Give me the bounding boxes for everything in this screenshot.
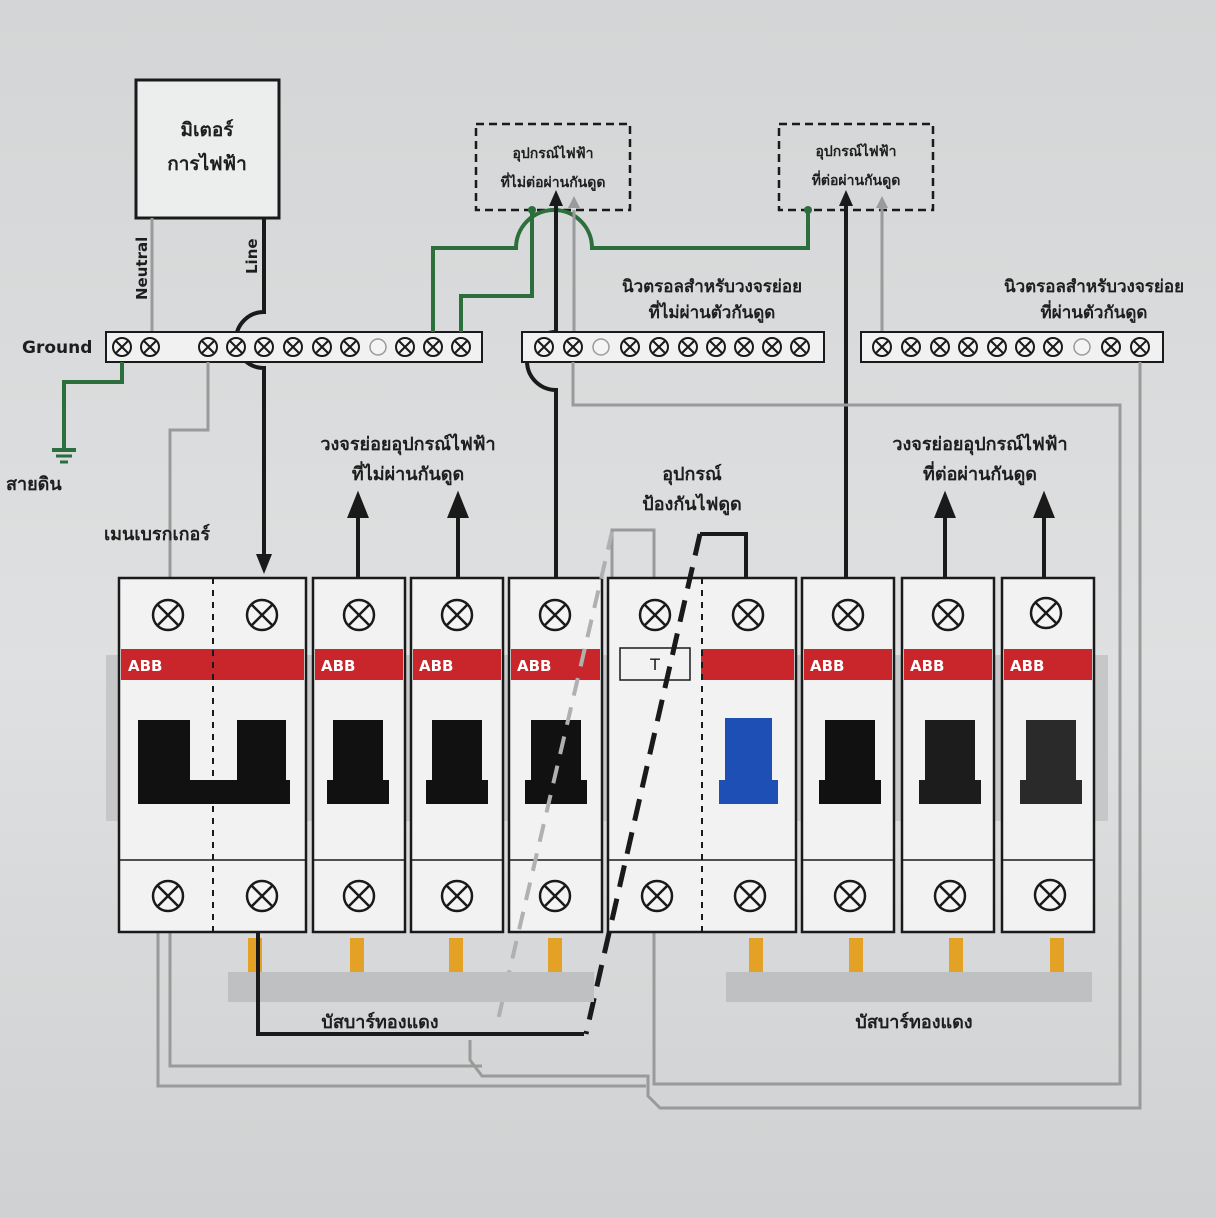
rcd-test-label: T bbox=[649, 655, 660, 674]
earth-ground-icon bbox=[52, 448, 76, 464]
device-ground-wire-2 bbox=[459, 210, 534, 332]
device-not-protected-line2: ที่ไม่ต่อผ่านกันดูด bbox=[501, 172, 606, 191]
subcircuit-not-protected-line1: วงจรย่อยอุปกรณ์ไฟฟ้า bbox=[320, 433, 495, 456]
ground-label: Ground bbox=[22, 338, 92, 358]
device-protected-line1: อุปกรณ์ไฟฟ้า bbox=[815, 142, 896, 160]
main-breaker-label: เมนเบรกเกอร์ bbox=[104, 523, 210, 545]
neutral-bar-protected-line2: ที่ผ่านตัวกันดูด bbox=[1041, 300, 1148, 324]
line-wire-arrow-icon bbox=[256, 554, 272, 574]
rcd-label-line1: อุปกรณ์ bbox=[662, 463, 722, 486]
neutral-wire-label: Neutral bbox=[133, 237, 151, 300]
line-wire-label: Line bbox=[243, 238, 261, 274]
subcircuit-arrows bbox=[347, 490, 1055, 578]
busbar-right-label: บัสบาร์ทองแดง bbox=[855, 1011, 972, 1033]
breaker-7[interactable]: ABB bbox=[900, 576, 996, 934]
meter-box bbox=[134, 78, 281, 220]
earth-wire bbox=[62, 362, 124, 450]
earth-label: สายดิน bbox=[6, 474, 62, 495]
meter-label-line1: มิเตอร์ bbox=[181, 119, 235, 141]
rcd-dashed-links bbox=[496, 531, 703, 1035]
main-breaker[interactable]: ABB bbox=[117, 576, 308, 934]
main-to-rcd-wire bbox=[256, 932, 584, 1036]
arrow-up-icon bbox=[839, 190, 853, 206]
breaker-4[interactable]: ABB bbox=[507, 576, 604, 934]
rcd-test-button[interactable] bbox=[619, 647, 691, 681]
rcd-toggle[interactable] bbox=[719, 718, 778, 804]
subcircuit-not-protected-line2: ที่ไม่ผ่านกันดูด bbox=[352, 461, 464, 486]
meter-label-line2: การไฟฟ้า bbox=[167, 152, 247, 175]
breaker-6[interactable]: ABB bbox=[800, 576, 896, 934]
breaker-8[interactable]: ABB bbox=[1000, 576, 1096, 934]
neutral-bar-not-protected-line1: นิวตรอลสำหรับวงจรย่อย bbox=[622, 277, 802, 297]
brand-label: ABB bbox=[321, 657, 355, 675]
neutral-bar-not-protected-line2: ที่ไม่ผ่านตัวกันดูด bbox=[649, 300, 776, 324]
neutral-bar-protected-line1: นิวตรอลสำหรับวงจรย่อย bbox=[1004, 277, 1184, 297]
breaker-3[interactable]: ABB bbox=[409, 576, 505, 934]
rcd-input-line bbox=[700, 532, 748, 578]
brand-label: ABB bbox=[910, 657, 944, 675]
device-protected-line2: ที่ต่อผ่านกันดูด bbox=[812, 170, 901, 189]
brand-label: ABB bbox=[1010, 657, 1044, 675]
brand-label: ABB bbox=[419, 657, 453, 675]
device-not-protected-line1: อุปกรณ์ไฟฟ้า bbox=[512, 144, 593, 162]
device-protected-box bbox=[777, 122, 935, 212]
busbar-left bbox=[228, 972, 594, 1002]
rcd-device[interactable]: T bbox=[606, 576, 798, 934]
subcircuit-protected-line1: วงจรย่อยอุปกรณ์ไฟฟ้า bbox=[892, 433, 1067, 456]
rcd-label-line2: ป้องกันไฟดูด bbox=[642, 493, 741, 516]
subcircuit-protected-line2: ที่ต่อผ่านกันดูด bbox=[923, 461, 1037, 486]
busbar-left-label: บัสบาร์ทองแดง bbox=[321, 1011, 438, 1033]
busbar-tabs bbox=[248, 938, 1064, 972]
rcd-input-neutral bbox=[610, 528, 656, 578]
brand-label: ABB bbox=[810, 657, 844, 675]
brand-label: ABB bbox=[128, 657, 162, 675]
arrow-up-icon bbox=[549, 190, 563, 206]
breaker-2[interactable]: ABB bbox=[311, 576, 407, 934]
brand-label: ABB bbox=[517, 657, 551, 675]
busbar-right bbox=[726, 972, 1092, 1002]
